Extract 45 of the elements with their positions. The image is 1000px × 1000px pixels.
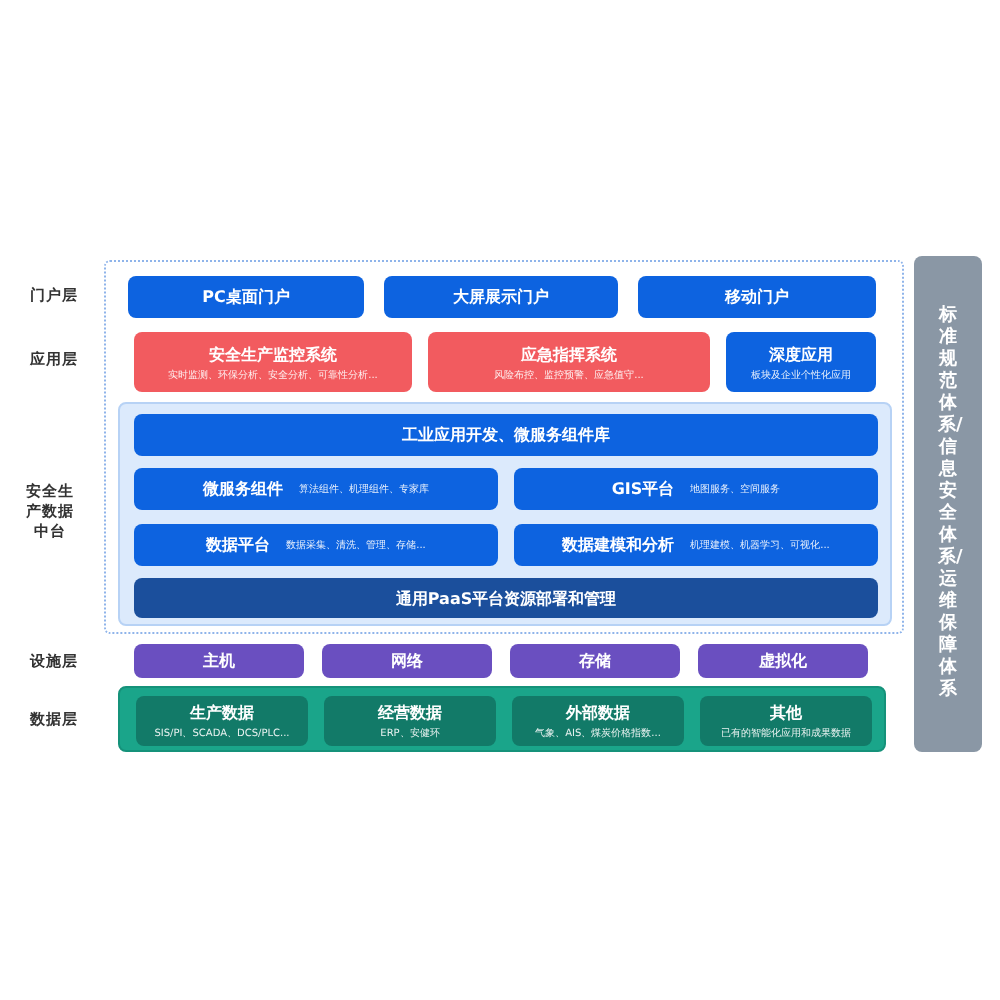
dashed-frame [104, 260, 904, 634]
node-title: 微服务组件 [203, 478, 283, 500]
node-title: 大屏展示门户 [453, 286, 549, 308]
platform-panel [118, 402, 892, 626]
application-box [428, 332, 710, 392]
node-title: 数据建模和分析 [562, 534, 675, 556]
node-title: 深度应用 [769, 343, 833, 365]
node-title: 通用PaaS平台资源部署和管理 [395, 587, 617, 609]
platform-box [134, 524, 498, 566]
portal-box [128, 276, 364, 318]
platform-box [514, 524, 878, 566]
node-title: 数据平台 [206, 534, 271, 556]
side-bar [914, 256, 982, 752]
node-title: 网络 [391, 650, 423, 672]
platform-box [134, 468, 498, 510]
node-title: 生产数据 [190, 702, 254, 724]
application-box [726, 332, 876, 392]
node-title: 工业应用开发、微服务组件库 [402, 424, 610, 446]
node-title: 应急指挥系统 [521, 343, 617, 365]
platform-box [134, 578, 878, 618]
data-box [700, 696, 872, 746]
side-label: 标准规范体系/信息安全体系/运维保障体系 [938, 306, 958, 702]
infrastructure-box [510, 644, 680, 678]
data-box [512, 696, 684, 746]
node-title: 存储 [579, 650, 611, 672]
node-title: 虚拟化 [759, 650, 807, 672]
data-box [324, 696, 496, 746]
application-box [134, 332, 412, 392]
portal-box [638, 276, 876, 318]
node-title: 安全生产监控系统 [209, 343, 337, 365]
node-title: PC桌面门户 [202, 286, 290, 308]
platform-box [134, 414, 878, 456]
node-title: 移动门户 [725, 286, 789, 308]
node-title: 外部数据 [566, 702, 630, 724]
platform-box [514, 468, 878, 510]
node-title: 主机 [203, 650, 235, 672]
node-title: GIS平台 [611, 478, 675, 500]
infrastructure-box [134, 644, 304, 678]
node-title: 其他 [770, 702, 802, 724]
data-box [136, 696, 308, 746]
infrastructure-box [698, 644, 868, 678]
infrastructure-box [322, 644, 492, 678]
data-panel [118, 686, 886, 752]
node-title: 经营数据 [378, 702, 442, 724]
portal-box [384, 276, 618, 318]
